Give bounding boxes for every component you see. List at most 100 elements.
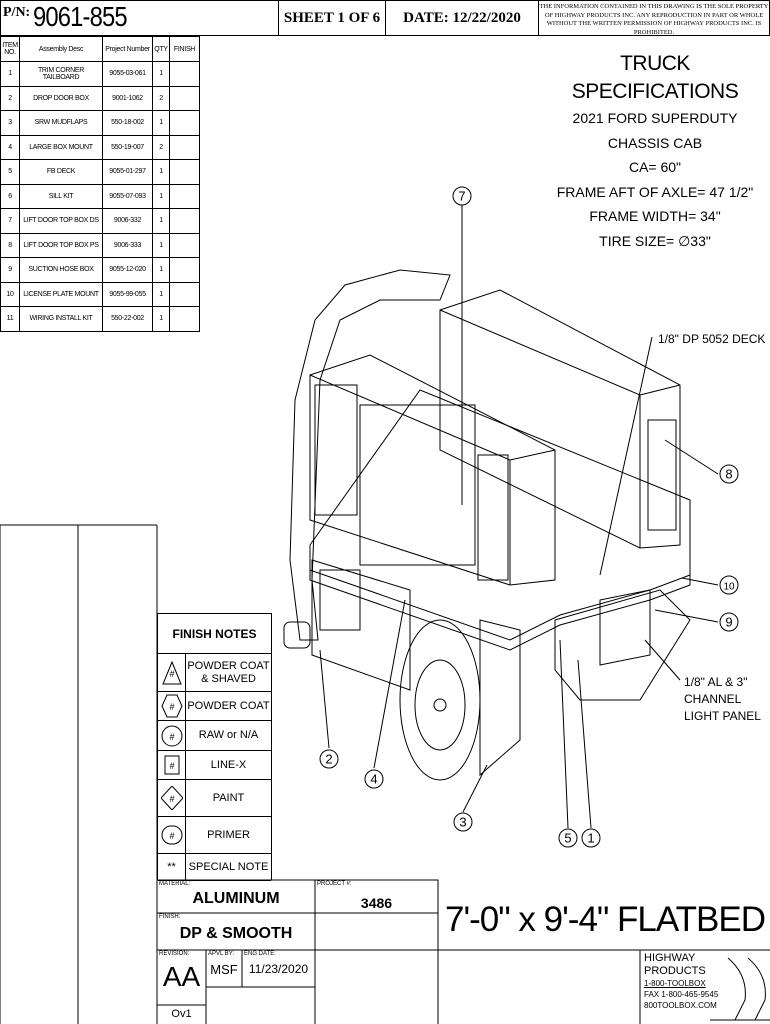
- apvl-label: APVL BY:: [208, 951, 235, 957]
- bom-cell: [169, 61, 200, 87]
- spec-line: TIRE SIZE= ∅33": [599, 232, 711, 249]
- finish-note-label: POWDER COAT & SHAVED: [187, 659, 270, 685]
- bom-cell: 550-18-002: [102, 110, 153, 136]
- finish-notes-title: FINISH NOTES: [158, 614, 271, 654]
- finish-value: DP & SMOOTH: [179, 925, 293, 942]
- pn-label: P/N:: [3, 5, 31, 20]
- item-balloon: 10: [719, 575, 739, 595]
- finish-note-label: POWDER COAT: [187, 699, 270, 712]
- svg-text:2: 2: [325, 752, 332, 767]
- spec-line: CA= 60": [628, 159, 682, 175]
- finish-note-label: PAINT: [212, 791, 245, 804]
- bom-cell: LARGE BOX MOUNT: [19, 134, 103, 160]
- item-balloon: 5: [558, 828, 578, 848]
- item-balloon: 8: [719, 464, 739, 484]
- bom-cell: 2: [152, 85, 170, 111]
- circle-symbol-icon: #: [158, 721, 186, 750]
- bom-cell: [169, 306, 200, 332]
- svg-text:#: #: [169, 794, 174, 804]
- bom-cell: TRIM CORNER TAILBOARD: [19, 61, 103, 87]
- deck-callout: 1/8" DP 5052 DECK: [658, 332, 765, 346]
- svg-text:3: 3: [459, 815, 466, 830]
- triangle-symbol-icon: #: [158, 654, 186, 691]
- svg-text:#: #: [169, 669, 174, 679]
- bom-cell: 550-19-007: [102, 134, 153, 160]
- bom-cell: WIRING INSTALL KIT: [19, 306, 103, 332]
- oval-symbol-icon: #: [158, 817, 186, 853]
- project-number: 3486: [360, 895, 393, 911]
- bom-cell: 9055-01-297: [102, 159, 153, 185]
- revision-label: REVISION:: [159, 951, 190, 957]
- square-symbol-icon: #: [158, 751, 186, 779]
- finish-note-label: LINE-X: [210, 758, 247, 771]
- svg-text:8: 8: [725, 467, 732, 482]
- bom-cell: 9055-03-061: [102, 61, 153, 87]
- bom-cell: SUCTION HOSE BOX: [19, 257, 103, 283]
- svg-text:10: 10: [723, 582, 735, 593]
- item-balloon: 4: [364, 769, 384, 789]
- company-fax: FAX 1-800-465-9545: [644, 990, 719, 999]
- company-phone: 1-800-TOOLBOX: [644, 979, 706, 988]
- part-number-box: P/N:9061-855: [0, 0, 279, 36]
- bom-cell: SRW MUDFLAPS: [19, 110, 103, 136]
- svg-text:9: 9: [725, 615, 732, 630]
- svg-text:#: #: [169, 732, 174, 742]
- item-balloon: 7: [452, 186, 472, 206]
- finish-note-row: # POWDER COAT & SHAVED: [158, 654, 271, 692]
- bom-cell: 9006-332: [102, 208, 153, 234]
- bom-header: FINISH: [169, 36, 200, 62]
- svg-text:#: #: [169, 761, 174, 771]
- finish-note-row: # RAW or N/A: [158, 721, 271, 751]
- bom-cell: 9006-333: [102, 232, 153, 258]
- project-label: PROJECT #:: [317, 881, 352, 887]
- light-panel-callout-1: 1/8" AL & 3": [684, 675, 747, 689]
- company-name-1: HIGHWAY: [644, 952, 696, 964]
- light-panel-callout-2: CHANNEL: [684, 692, 742, 706]
- finish-notes-table: FINISH NOTES # POWDER COAT & SHAVED # POWDE…: [157, 613, 272, 881]
- specs-title: TRUCK SPECIFICATIONS: [571, 52, 739, 103]
- svg-text:7: 7: [458, 189, 465, 204]
- company-web: 800TOOLBOX.COM: [644, 1001, 717, 1010]
- bom-cell: [169, 208, 200, 234]
- company-info: HIGHWAY PRODUCTS 1-800-TOOLBOX FAX 1-800…: [644, 952, 718, 1011]
- material-value: ALUMINUM: [192, 890, 280, 907]
- diamond-symbol-icon: #: [158, 780, 186, 816]
- bom-cell: 9055-12-020: [102, 257, 153, 283]
- version: Ov1: [171, 1008, 192, 1020]
- bom-header: ITEM NO.: [0, 36, 20, 62]
- finish-note-row: # LINE-X: [158, 751, 271, 780]
- spec-line: FRAME WIDTH= 34": [589, 208, 721, 224]
- svg-text:#: #: [169, 702, 174, 712]
- light-panel-callout-3: LIGHT PANEL: [684, 709, 761, 723]
- svg-text:4: 4: [370, 772, 377, 787]
- company-name-2: PRODUCTS: [644, 965, 706, 977]
- finish-note-label: RAW or N/A: [198, 729, 259, 741]
- bom-cell: [169, 134, 200, 160]
- revision-value: AA: [162, 961, 201, 992]
- item-balloon: 2: [319, 749, 339, 769]
- item-balloon: 9: [719, 612, 739, 632]
- svg-text:5: 5: [564, 831, 571, 846]
- eng-date: 11/23/2020: [248, 962, 309, 976]
- drawing-title: 7'-0" x 9'-4" FLATBED: [445, 900, 766, 939]
- svg-text:#: #: [169, 831, 174, 841]
- finish-note-row: #PRIMER: [158, 817, 271, 854]
- spec-line: CHASSIS CAB: [607, 134, 703, 151]
- spec-line: FRAME AFT OF AXLE= 47 1/2": [556, 183, 754, 200]
- finish-label: FINISH:: [159, 914, 181, 920]
- bom-cell: 1: [152, 306, 170, 332]
- apvl-value: MSF: [210, 962, 238, 977]
- svg-text:1: 1: [587, 831, 594, 846]
- special-note-symbol: **: [158, 854, 186, 880]
